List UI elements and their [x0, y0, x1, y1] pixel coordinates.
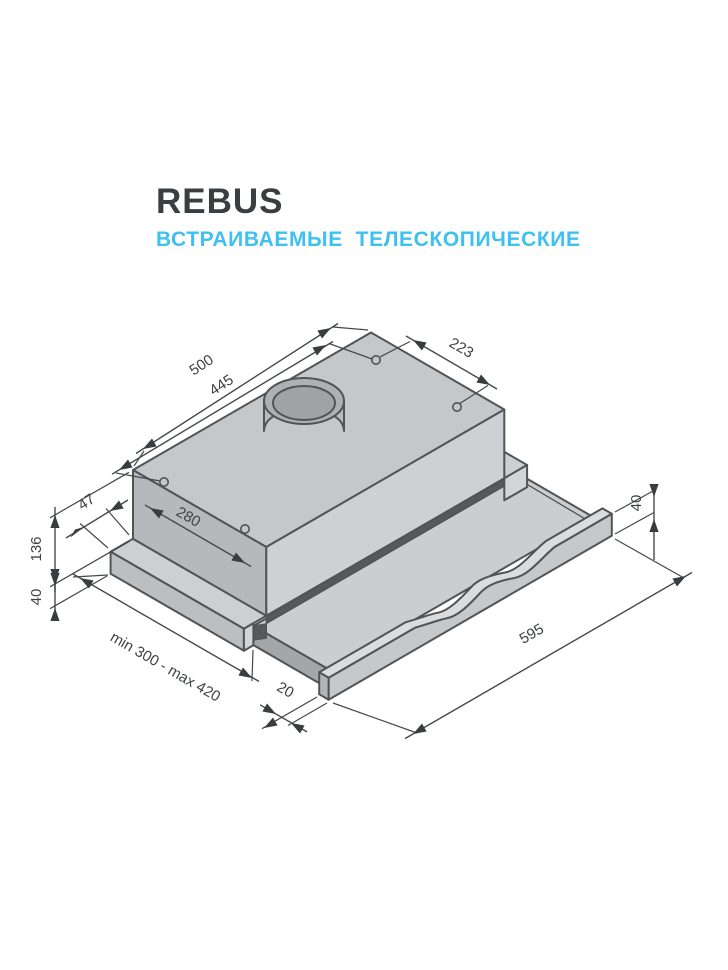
dim-label-47: 47 — [75, 491, 98, 514]
dim-label-223: 223 — [446, 334, 476, 361]
mounting-hole — [370, 354, 381, 365]
mounting-hole — [159, 476, 170, 487]
dimension-panel-height: 40 — [614, 484, 659, 560]
dimension-side-ledge: 47 — [65, 491, 130, 549]
dim-label-136: 136 — [28, 536, 45, 561]
dim-label-595: 595 — [517, 620, 547, 647]
chassis-front-left-face — [242, 622, 255, 652]
dim-label-40-right: 40 — [628, 495, 645, 512]
mounting-holes — [159, 354, 462, 534]
dim-label-445: 445 — [206, 371, 236, 399]
dim-label-min-max: min 300 - max 420 — [107, 629, 223, 706]
front-panel-group — [318, 507, 613, 701]
panel-top-face — [318, 507, 613, 679]
body-group — [132, 331, 506, 617]
drawer-gap-left — [252, 623, 267, 641]
dim-label-20: 20 — [274, 679, 297, 702]
mounting-hole — [451, 401, 462, 412]
panel-left-cap — [318, 671, 330, 701]
product-title: REBUS — [156, 182, 284, 221]
chassis-front-right-face — [503, 464, 529, 502]
dimension-panel-thickness: 20 — [259, 679, 328, 734]
body-front-face — [265, 408, 506, 617]
brand-block: REBUS ВСТРАИВАЕМЫЕ ТЕЛЕСКОПИЧЕСКИЕ — [156, 184, 581, 252]
dimension-chassis-height: 40 — [28, 573, 108, 621]
dim-label-40-left: 40 — [28, 589, 45, 606]
dimension-panel-width: 595 — [332, 538, 693, 740]
duct-cylinder — [263, 377, 345, 432]
product-subtitle: ВСТРАИВАЕМЫЕ ТЕЛЕСКОПИЧЕСКИЕ — [156, 228, 581, 251]
duct-opening — [272, 385, 336, 421]
dim-label-500: 500 — [186, 351, 216, 379]
mounting-hole — [240, 523, 251, 534]
